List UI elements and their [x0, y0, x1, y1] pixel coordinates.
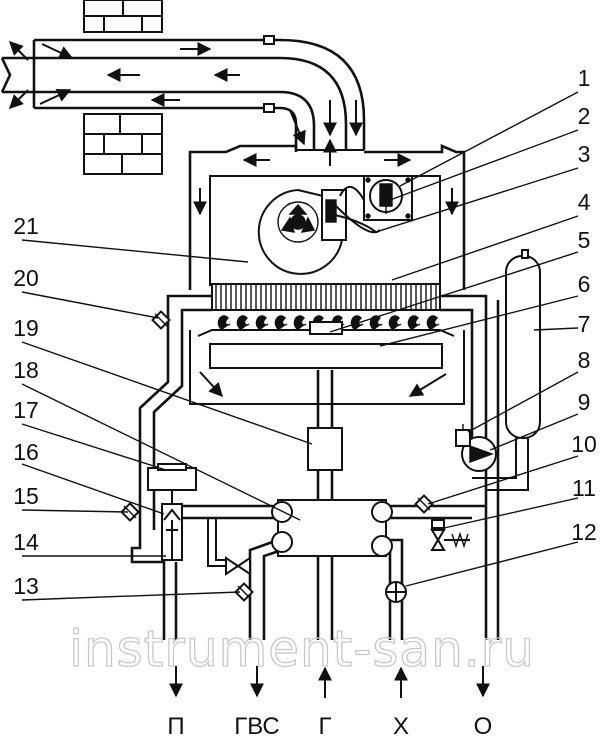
outlet-label-gvs: ГВС [234, 713, 280, 740]
valve-icon [120, 310, 470, 603]
burner-flame-icon [426, 315, 440, 331]
callout-labels: 1 2 3 4 5 6 7 8 9 10 11 12 13 14 15 16 1… [13, 65, 597, 599]
callout-15: 15 [13, 483, 39, 509]
sensor-icon [455, 424, 471, 447]
callout-5: 5 [578, 227, 591, 253]
callout-8: 8 [578, 347, 591, 373]
coaxial-flue [0, 35, 366, 150]
burner-flame-icon [369, 315, 383, 331]
callout-1: 1 [578, 65, 591, 91]
outlet-label-g: Г [319, 713, 332, 740]
combustion-chamber [188, 138, 466, 290]
callout-17: 17 [13, 397, 39, 423]
gauge-icon [147, 463, 197, 561]
callout-10: 10 [571, 431, 597, 457]
leader-lines [21, 91, 579, 601]
callout-7: 7 [578, 311, 591, 337]
callout-18: 18 [13, 357, 39, 383]
callout-21: 21 [13, 213, 39, 239]
brick-wall [83, 0, 163, 175]
callout-2: 2 [578, 103, 591, 129]
callout-11: 11 [572, 475, 596, 501]
heat-exchanger [211, 283, 441, 311]
burner-flame-icon [293, 315, 307, 331]
burner-flame-icon [255, 315, 269, 331]
burner-flame-icon [217, 315, 231, 331]
callout-16: 16 [13, 439, 39, 465]
outlet-labels: П ГВС Г Х О [167, 713, 492, 740]
callout-3: 3 [578, 141, 591, 167]
fan-icon [257, 188, 347, 275]
burner-flame-icon [388, 315, 402, 331]
burner-flame-icon [407, 315, 421, 331]
outlet-label-p: П [167, 713, 184, 740]
callout-6: 6 [578, 271, 591, 297]
outlet-label-o: О [474, 713, 493, 740]
callout-20: 20 [13, 265, 39, 291]
watermark: instrument-san.ru [69, 620, 535, 678]
callout-14: 14 [13, 529, 39, 555]
burner-flame-icon [236, 315, 250, 331]
outlet-arrows [169, 666, 490, 698]
callout-12: 12 [571, 519, 597, 545]
callout-19: 19 [13, 315, 39, 341]
hydraulic-circuit [130, 249, 541, 640]
callout-9: 9 [578, 389, 591, 415]
burner-icon [197, 315, 455, 369]
outlet-label-h: Х [393, 713, 409, 740]
callout-4: 4 [578, 189, 591, 215]
burner-flame-icon [274, 315, 288, 331]
callout-13: 13 [13, 573, 39, 599]
